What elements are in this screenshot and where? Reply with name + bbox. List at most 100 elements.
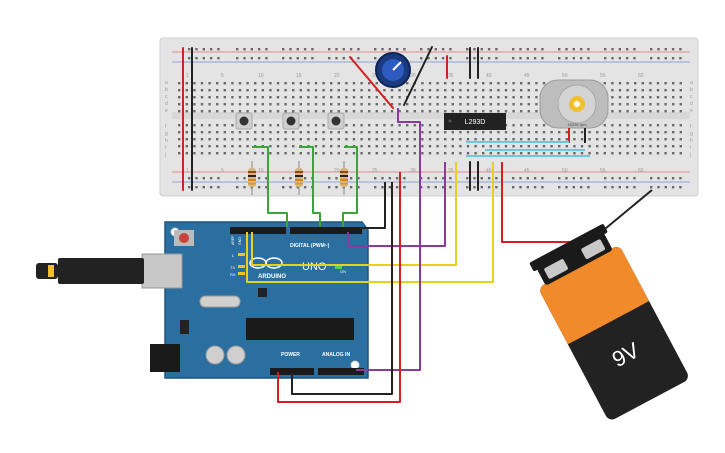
breadboard-hole	[330, 110, 333, 113]
breadboard-hole	[451, 82, 454, 85]
breadboard-hole	[611, 110, 614, 113]
breadboard-hole	[200, 145, 204, 148]
breadboard-hole	[200, 124, 204, 127]
breadboard-hole	[246, 152, 249, 155]
breadboard-hole	[388, 177, 391, 180]
breadboard-hole	[303, 57, 307, 60]
breadboard-hole	[482, 152, 485, 155]
breadboard-hole	[565, 186, 568, 189]
breadboard-hole	[178, 89, 181, 92]
row-label: f	[690, 124, 692, 130]
breadboard-hole	[307, 89, 310, 92]
breadboard-hole	[375, 145, 378, 148]
breadboard-hole	[618, 82, 622, 85]
breadboard-hole	[276, 110, 280, 113]
breadboard-hole	[209, 177, 213, 180]
row-label: c	[165, 94, 168, 100]
push-button[interactable]	[235, 112, 253, 130]
breadboard-hole	[368, 152, 371, 155]
breadboard-hole	[420, 57, 423, 60]
breadboard-hole	[588, 131, 591, 134]
breadboard-hole	[217, 186, 220, 189]
breadboard-hole	[512, 57, 515, 60]
breadboard-hole	[254, 152, 257, 155]
potentiometer[interactable]	[375, 52, 411, 88]
reset-button[interactable]	[174, 230, 194, 246]
breadboard-hole	[535, 152, 538, 155]
breadboard-hole	[618, 89, 622, 92]
breadboard-hole	[626, 110, 629, 113]
row-label: g	[690, 131, 693, 137]
breadboard-hole	[330, 138, 333, 141]
breadboard-hole	[611, 145, 614, 148]
breadboard-hole	[243, 177, 246, 180]
breadboard-hole	[641, 124, 644, 127]
breadboard-hole	[618, 96, 622, 99]
breadboard-hole	[444, 89, 447, 92]
breadboard-hole	[375, 131, 378, 134]
breadboard-hole	[489, 131, 492, 134]
breadboard-hole	[664, 89, 667, 92]
breadboard-hole	[406, 103, 409, 106]
breadboard-hole	[254, 89, 257, 92]
row-label: b	[690, 87, 693, 93]
breadboard-hole	[558, 145, 561, 148]
breadboard-hole	[604, 186, 607, 189]
breadboard-hole	[261, 110, 264, 113]
breadboard-hole	[550, 145, 553, 148]
motor-label: 16226 rpm	[567, 122, 587, 127]
breadboard-hole	[303, 177, 307, 180]
row-labels: a b c d e f g h i j a b c d e f g h i j	[164, 80, 693, 158]
breadboard-hole	[634, 110, 637, 113]
breadboard-hole	[257, 48, 261, 51]
breadboard-hole	[421, 110, 424, 113]
breadboard-hole	[337, 96, 340, 99]
push-button[interactable]	[282, 112, 300, 130]
breadboard-hole	[420, 186, 423, 189]
breadboard-hole	[381, 186, 384, 189]
breadboard-hole	[428, 89, 432, 92]
breadboard-hole	[231, 103, 234, 106]
breadboard-hole	[679, 186, 682, 189]
breadboard-hole	[421, 152, 424, 155]
breadboard-hole	[383, 138, 386, 141]
breadboard-hole	[335, 186, 338, 189]
breadboard-hole	[603, 152, 606, 155]
atmega-chip	[246, 318, 354, 340]
breadboard-hole	[535, 89, 538, 92]
breadboard-hole	[611, 138, 614, 141]
breadboard-hole	[603, 131, 606, 134]
breadboard-hole	[527, 124, 530, 127]
connection-wires	[246, 108, 653, 403]
column-label: 50	[562, 73, 568, 79]
breadboard-hole	[345, 131, 348, 134]
breadboard-hole	[185, 124, 188, 127]
breadboard-hole	[223, 131, 226, 134]
breadboard-hole	[330, 103, 333, 106]
breadboard-hole	[223, 152, 226, 155]
breadboard-hole	[398, 96, 401, 99]
row-label: i	[690, 145, 691, 151]
breadboard-hole	[512, 138, 515, 141]
breadboard-hole	[265, 186, 268, 189]
breadboard-hole	[208, 89, 211, 92]
breadboard-hole	[383, 131, 386, 134]
capacitor	[205, 345, 225, 365]
breadboard-hole	[527, 145, 530, 148]
breadboard-hole	[276, 152, 280, 155]
breadboard-hole	[216, 103, 219, 106]
breadboard-hole	[618, 186, 621, 189]
breadboard-hole	[420, 48, 423, 51]
led-label: RX	[230, 272, 236, 277]
breadboard-hole	[533, 48, 537, 51]
breadboard-hole	[526, 48, 529, 51]
push-button[interactable]	[327, 112, 345, 130]
breadboard-hole	[466, 152, 470, 155]
breadboard-hole	[444, 103, 447, 106]
breadboard-hole	[527, 110, 530, 113]
breadboard-hole	[209, 57, 213, 60]
breadboard-hole	[185, 152, 188, 155]
breadboard-hole	[441, 57, 445, 60]
digital-label: DIGITAL (PWM~)	[290, 243, 330, 249]
breadboard-hole	[618, 48, 621, 51]
